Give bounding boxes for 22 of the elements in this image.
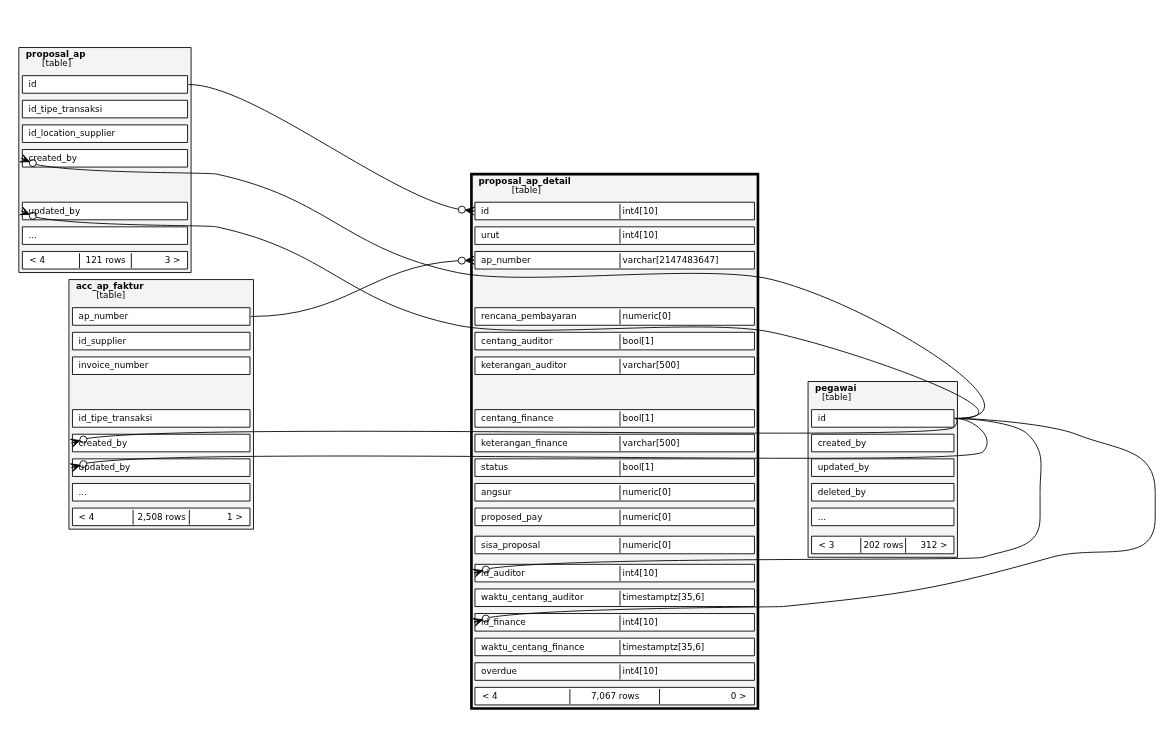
connector <box>70 418 958 448</box>
connector <box>250 255 475 317</box>
connector <box>472 418 1042 578</box>
node-box: ... <box>21 226 188 245</box>
node-box: updated_by <box>811 458 955 477</box>
node-box: ap_number <box>72 307 251 326</box>
node-box: id_tipe_transaksi <box>72 409 251 428</box>
node-box: deleted_by <box>811 483 955 502</box>
node-box: id_supplier <box>72 331 251 351</box>
connector <box>188 84 475 216</box>
node-box: id <box>811 409 955 428</box>
connector <box>70 418 988 472</box>
connector <box>472 418 1156 627</box>
node-box: id_tipe_transaksi <box>21 99 188 119</box>
node-box: created_by <box>811 433 955 453</box>
connector <box>19 206 979 419</box>
node-box: invoice_number <box>72 356 251 375</box>
connector <box>19 154 985 419</box>
node-box: ... <box>811 507 955 527</box>
node-box: id_location_supplier <box>21 124 188 143</box>
node-box: ... <box>72 483 251 502</box>
node-box: id <box>21 75 188 94</box>
